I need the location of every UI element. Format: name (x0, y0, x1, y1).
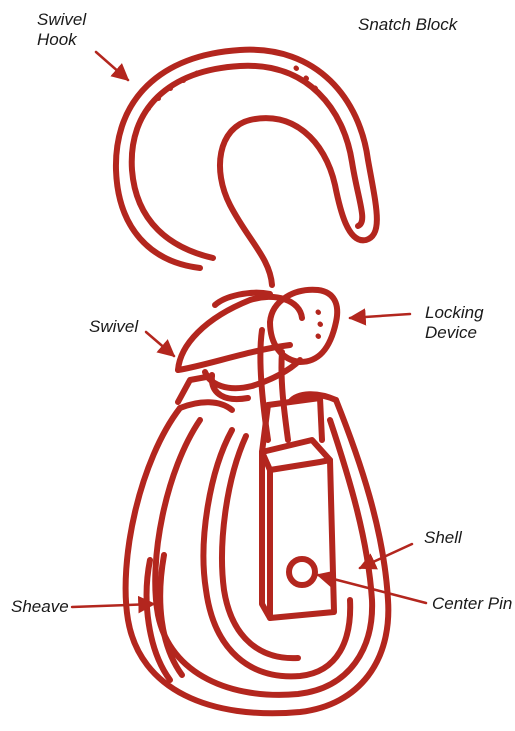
label-center-pin: Center Pin (432, 594, 512, 614)
diagram-title: Snatch Block (358, 15, 457, 35)
snatch-block-illustration (116, 50, 388, 714)
arrow-locking-device (350, 314, 410, 318)
label-locking-line2: Device (425, 323, 484, 343)
shell (126, 376, 389, 713)
arrow-swivel-hook (96, 52, 128, 80)
label-locking-line1: Locking (425, 303, 484, 323)
arrow-sheave (72, 604, 154, 607)
label-swivel-hook: Swivel Hook (37, 10, 86, 50)
arrow-swivel (146, 332, 174, 356)
label-swivel: Swivel (89, 317, 138, 337)
label-locking-device: Locking Device (425, 303, 484, 343)
center-pin (289, 559, 315, 585)
label-swivel-hook-line1: Swivel (37, 10, 86, 30)
swivel-hook (116, 50, 377, 285)
label-swivel-hook-line2: Hook (37, 30, 86, 50)
label-shell: Shell (424, 528, 462, 548)
label-sheave: Sheave (11, 597, 69, 617)
